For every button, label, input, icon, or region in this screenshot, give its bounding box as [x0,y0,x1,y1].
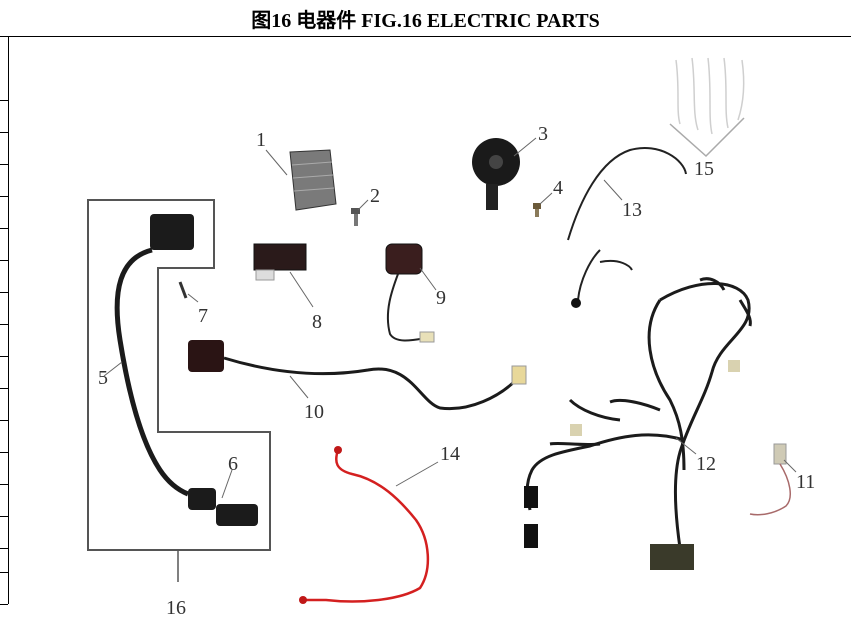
row-divider [0,100,8,101]
row-divider [0,164,8,165]
horn-part [472,138,520,210]
relay-part [253,243,307,281]
leader-line [289,375,309,399]
row-divider [0,420,8,421]
wire-set-part [669,57,745,158]
row-divider [0,260,8,261]
leader-line [289,271,314,308]
callout-16: 16 [166,597,186,619]
connector-part [524,486,538,508]
callout-11: 11 [796,471,815,493]
callout-10: 10 [304,401,324,423]
connector-part [299,596,307,604]
figure-title: 图16 电器件 FIG.16 ELECTRIC PARTS [251,10,600,32]
ignition-coil-part [114,214,194,497]
bolt-part [351,208,360,226]
callout-8: 8 [312,311,322,333]
row-divider [0,516,8,517]
row-divider [0,572,8,573]
connector-part [571,298,581,308]
callout-13: 13 [622,199,642,221]
connector-part [334,446,342,454]
callout-2: 2 [370,185,380,207]
callout-4: 4 [553,177,563,199]
group-outline-16 [87,199,271,551]
leader-line [395,461,439,487]
screw-part [178,281,188,299]
bolt-part [533,203,541,217]
row-divider [0,132,8,133]
cable-part [188,340,527,411]
leader-line [783,459,797,473]
callout-9: 9 [436,287,446,309]
regulator-part [289,149,337,211]
callout-15: 15 [694,158,714,180]
leader-line [103,361,123,377]
row-divider [0,548,8,549]
callout-7: 7 [198,305,208,327]
leader-line [187,293,199,303]
leader-line [419,267,437,291]
left-table-edge [8,36,9,604]
row-divider [0,228,8,229]
row-divider [0,196,8,197]
red-cable-part [304,449,430,603]
spark-plug-cap-part [188,488,258,526]
connector-part [728,360,740,372]
row-divider [0,452,8,453]
leader-line [265,149,288,176]
callout-1: 1 [256,129,266,151]
callout-12: 12 [696,453,716,475]
row-divider [0,388,8,389]
leader-line [221,469,233,499]
row-divider [0,356,8,357]
leader-line [539,192,553,205]
callout-5: 5 [98,367,108,389]
leader-line [513,137,537,157]
row-divider [0,604,8,605]
row-divider [0,484,8,485]
callout-3: 3 [538,123,548,145]
leader-line [603,179,623,201]
flasher-part [385,243,435,343]
leader-line [357,199,369,211]
header-bar [0,0,851,37]
connector-part [524,524,538,548]
callout-6: 6 [228,453,238,475]
connector-part [570,424,582,436]
leader-line [675,437,697,455]
row-divider [0,292,8,293]
cable-part [567,147,687,301]
connector-part [650,544,694,570]
main-harness-part [525,277,752,549]
row-divider [0,324,8,325]
lead-wire-part [749,443,792,516]
callout-14: 14 [440,443,460,465]
